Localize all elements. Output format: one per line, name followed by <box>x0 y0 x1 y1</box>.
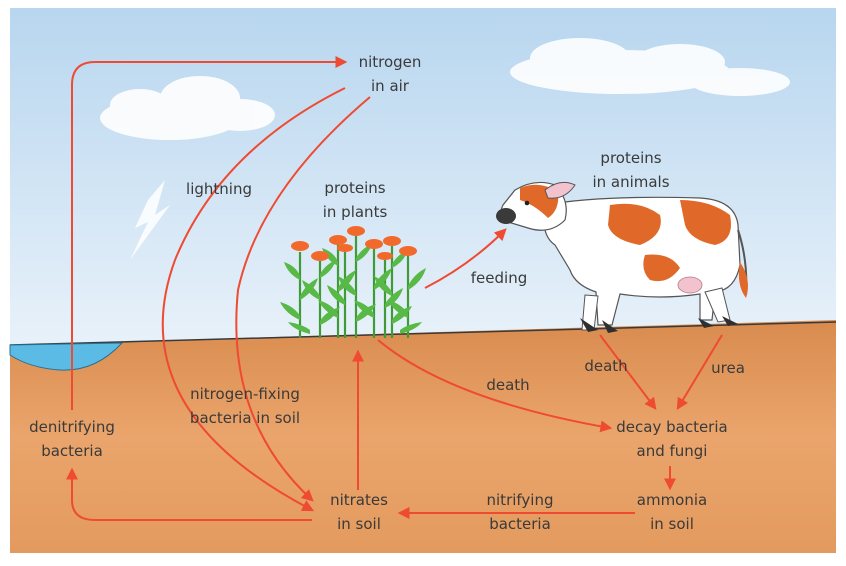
cloud-left <box>100 76 275 140</box>
label-death-animals: death <box>584 357 628 375</box>
arrow-lightning <box>161 87 346 512</box>
arrow-plant-death <box>377 339 613 433</box>
arrow-animal-death <box>599 334 657 410</box>
label-death-plants: death <box>486 376 530 394</box>
soil <box>10 320 836 553</box>
arrow-feeding <box>424 228 507 289</box>
plants-illustration <box>280 226 426 338</box>
label-feeding: feeding <box>470 269 528 287</box>
ground-line <box>9 321 837 346</box>
water-pond <box>9 342 124 371</box>
arrow-nitrates-to-denitrify <box>66 467 312 521</box>
arrow-nitrogen-fixing <box>235 96 371 502</box>
cow-illustration <box>496 181 748 333</box>
label-urea: urea <box>711 359 745 377</box>
arrow-denitrify-to-air <box>71 56 348 410</box>
arrow-urea <box>676 334 723 411</box>
lightning-bolt-icon <box>130 180 170 260</box>
cycle-arrows <box>66 56 723 521</box>
cloud-right <box>510 38 790 96</box>
label-lightning: lightning <box>186 180 252 198</box>
